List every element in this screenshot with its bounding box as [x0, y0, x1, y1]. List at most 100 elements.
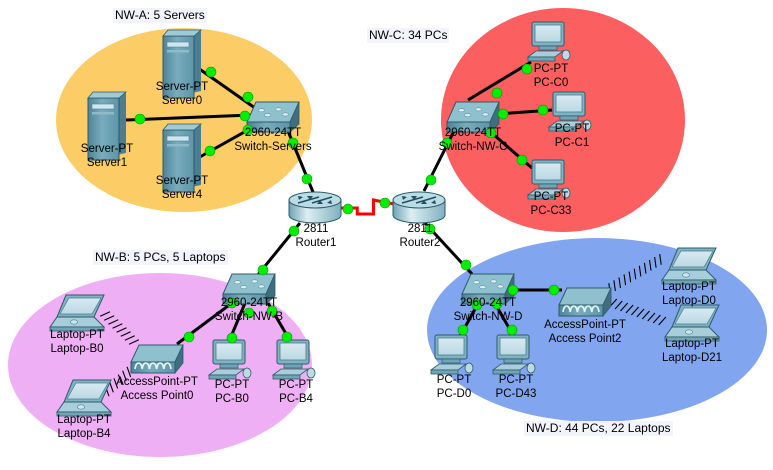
- device-model-pc-c1: PC-PT: [554, 123, 590, 135]
- device-label-server1: Server-PT Server1: [37, 142, 177, 170]
- device-name-laptop-d0: Laptop-D0: [662, 295, 716, 307]
- device-model-pc-d43: PC-PT: [498, 374, 534, 386]
- device-switch-nw-d[interactable]: [461, 273, 515, 305]
- device-model-switch-servers: 2960-24TT: [244, 127, 302, 139]
- device-model-laptop-d0: Laptop-PT: [662, 281, 716, 293]
- status-dot-switchc-pcc33-2: [516, 154, 528, 166]
- status-dot-router2-switchd-1: [424, 223, 436, 235]
- device-model-switch-nw-d: 2960-24TT: [459, 297, 517, 309]
- device-name-pc-d0: PC-D0: [436, 388, 472, 400]
- device-laptop-b0[interactable]: [49, 294, 106, 332]
- device-router1[interactable]: [288, 191, 342, 224]
- status-dot-switchd-pcd0-2: [457, 324, 469, 336]
- device-pc-b0[interactable]: [207, 339, 252, 380]
- status-dot-switchd-pcd43-1: [491, 298, 503, 310]
- status-dot-server4-switch-2: [242, 124, 254, 136]
- device-model-server1: Server-PT: [80, 143, 134, 155]
- device-model-switch-nw-c: 2960-24TT: [444, 127, 502, 139]
- device-pc-b4[interactable]: [271, 339, 316, 380]
- status-dot-server0-switch-1: [205, 66, 217, 78]
- status-dot-router1-router2-1: [342, 203, 354, 215]
- device-pc-c0[interactable]: [526, 21, 571, 62]
- device-name-server0: Server0: [161, 95, 203, 107]
- device-label-pc-c33: PC-PT PC-C33: [481, 190, 621, 218]
- status-dot-server1-switch-1: [134, 113, 146, 125]
- device-label-pc-d0: PC-PT PC-D0: [384, 373, 524, 401]
- status-dot-switch-router1-2: [301, 173, 313, 185]
- status-dot-server1-switch-2: [239, 110, 251, 122]
- device-name-laptop-b4: Laptop-B4: [57, 428, 111, 440]
- device-name-server4: Server4: [161, 189, 203, 201]
- device-server4[interactable]: [162, 123, 203, 193]
- device-pc-c1[interactable]: [547, 91, 592, 132]
- device-laptop-d0[interactable]: [661, 247, 718, 285]
- device-switch-servers[interactable]: [246, 101, 300, 133]
- device-label-laptop-b4: Laptop-PT Laptop-B4: [14, 413, 154, 441]
- device-name-router1: Router1: [295, 237, 337, 249]
- zone-nw-a: [56, 28, 312, 212]
- device-pc-c33[interactable]: [526, 159, 571, 200]
- zone-label-nw-c: NW-C: 34 PCs: [367, 28, 450, 43]
- device-name-pc-d43: PC-D43: [495, 388, 537, 400]
- device-access-point2[interactable]: [558, 287, 612, 318]
- device-access-point0[interactable]: [130, 344, 184, 375]
- status-dot-switchb-pcb0-1: [243, 307, 255, 319]
- status-dot-router2-switchc-1: [425, 174, 437, 186]
- device-model-pc-c33: PC-PT: [533, 191, 569, 203]
- device-model-pc-b4: PC-PT: [278, 379, 314, 391]
- device-model-pc-d0: PC-PT: [436, 374, 472, 386]
- status-dot-switchb-pcb0-2: [226, 332, 238, 344]
- status-dot-switchc-pcc1-1: [497, 108, 509, 120]
- status-dot-router1-switchb-1: [288, 225, 300, 237]
- status-dot-switchd-ap2-1: [507, 284, 519, 296]
- status-dot-server4-switch-1: [204, 145, 216, 157]
- status-dot-switchc-pcc1-2: [537, 104, 549, 116]
- device-name-laptop-d21: Laptop-D21: [661, 352, 723, 364]
- device-pc-d43[interactable]: [491, 334, 536, 375]
- device-label-server4: Server-PT Server4: [112, 174, 252, 202]
- device-model-laptop-b4: Laptop-PT: [57, 414, 111, 426]
- device-pc-d0[interactable]: [429, 334, 474, 375]
- device-model-access-point0: AccessPoint-PT: [116, 376, 198, 388]
- device-name-pc-b0: PC-B0: [215, 393, 249, 405]
- device-model-server0: Server-PT: [155, 81, 209, 93]
- wireless-ap0-laptopb0: [99, 311, 140, 345]
- status-dot-switchb-pcb4-2: [281, 331, 293, 343]
- device-label-pc-d43: PC-PT PC-D43: [446, 373, 586, 401]
- device-model-server4: Server-PT: [155, 175, 209, 187]
- device-name-pc-c33: PC-C33: [530, 205, 572, 217]
- device-icons: [49, 21, 721, 417]
- device-model-switch-nw-b: 2960-24TT: [220, 297, 278, 309]
- status-dot-switchd-pcd0-1: [471, 299, 483, 311]
- device-model-laptop-b0: Laptop-PT: [50, 329, 104, 341]
- device-label-switch-nw-d: 2960-24TT Switch-NW-D: [418, 296, 558, 324]
- status-dot-switchc-pcc0-2: [521, 63, 533, 75]
- status-dot-switchb-ap0-1: [183, 331, 195, 343]
- device-name-switch-nw-d: Switch-NW-D: [453, 311, 523, 323]
- device-name-server1: Server1: [86, 157, 128, 169]
- device-router2[interactable]: [392, 191, 446, 224]
- status-dot-switch-router1-1: [287, 137, 299, 149]
- status-dot-switchc-pcc33-1: [485, 127, 497, 139]
- link-server1-switch: [125, 113, 252, 122]
- device-server0[interactable]: [162, 29, 203, 99]
- device-label-laptop-d0: Laptop-PT Laptop-D0: [619, 280, 759, 308]
- status-dot-switchc-pcc0-1: [491, 87, 503, 99]
- device-name-router2: Router2: [399, 237, 441, 249]
- device-server1[interactable]: [87, 91, 128, 161]
- device-label-server0: Server-PT Server0: [112, 80, 252, 108]
- status-dot-switchd-pcd43-2: [506, 324, 518, 336]
- status-dot-server0-switch-2: [242, 91, 254, 103]
- device-laptop-d21[interactable]: [664, 304, 721, 342]
- device-laptop-b4[interactable]: [56, 379, 113, 417]
- status-dot-router2-switchd-2: [460, 259, 472, 271]
